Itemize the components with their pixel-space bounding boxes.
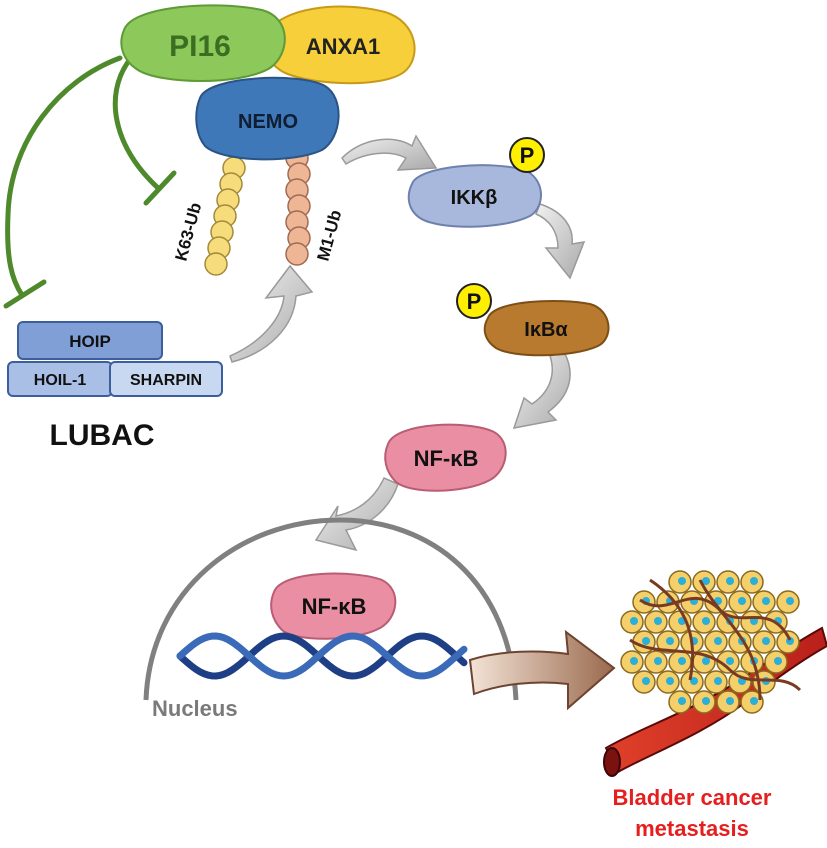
tumor-cell [776, 630, 800, 654]
ikkb-label: IKKβ [451, 187, 498, 209]
tumor-cell [740, 610, 764, 634]
dna-strand [176, 632, 468, 680]
tumor-cell [752, 590, 776, 614]
nfkb-nuc-label: NF-κB [302, 594, 367, 619]
m1-ub-chain [285, 146, 311, 266]
arrow-ikkb-to-ikba [535, 203, 586, 280]
tumor-cell [656, 630, 680, 654]
k63-ub-label: K63-Ub [172, 201, 206, 263]
arrow-lubac-to-m1ub [229, 264, 314, 363]
tumor-cell [668, 650, 692, 674]
anxa1-label: ANXA1 [306, 34, 381, 59]
tumor-cell [668, 570, 692, 594]
tumor-cell [656, 670, 680, 694]
sharpin-label: SHARPIN [130, 372, 202, 389]
nucleus-envelope [143, 517, 519, 701]
nfkb-nuc-protein [270, 572, 397, 640]
ikkb-protein [407, 164, 542, 228]
arrow-nfkb-to-nucleus [314, 477, 399, 552]
tumor-cell [644, 650, 668, 674]
tumor-cell [680, 590, 704, 614]
tumor-cell [716, 690, 740, 714]
tumor-cell [644, 610, 668, 634]
tumor-cell [728, 590, 752, 614]
ikba-label: IκBα [524, 319, 568, 341]
dna-helix [176, 632, 468, 680]
k63-ub-chain [204, 156, 246, 276]
nemo-label: NEMO [238, 111, 298, 133]
k63-ub-bead [204, 252, 228, 276]
pi16-label: PI16 [169, 30, 231, 63]
tumor-cell [620, 650, 644, 674]
arrow-nemo-to-ikkb [341, 134, 438, 171]
m1-ub-bead [285, 242, 309, 266]
hoil1-label: HOIL-1 [34, 372, 87, 389]
outcome-line-2: metastasis [635, 816, 749, 841]
anxa1-protein [264, 5, 416, 85]
tumor-cell [716, 650, 740, 674]
hoip-label: HOIP [69, 332, 111, 351]
tumor-cell [692, 610, 716, 634]
tumor-cell [740, 570, 764, 594]
tumor-cell [704, 630, 728, 654]
nfkb-cyto-label: NF-κB [414, 446, 479, 471]
tumor-cell [704, 670, 728, 694]
hoip-box [17, 321, 163, 360]
tumor-cell [728, 670, 752, 694]
ikba-protein [483, 300, 610, 357]
pi16-protein [120, 4, 286, 82]
tumor-illustration [603, 570, 827, 777]
tumor-cell [620, 610, 644, 634]
ikba-phospho-label: P [467, 289, 482, 314]
nfkb-cyto-protein [384, 423, 507, 492]
nucleus-label: Nucleus [152, 696, 238, 721]
ikkb-phospho-label: P [520, 143, 535, 168]
ikkb-phospho-circle [509, 137, 545, 173]
m1-ub-label: M1-Ub [314, 208, 346, 263]
lubac-title: LUBAC [50, 419, 155, 452]
tumor-cell [668, 690, 692, 714]
tumor-cell [764, 650, 788, 674]
tumor-cell [776, 590, 800, 614]
ikba-phospho-circle [456, 283, 492, 319]
tumor-cell [692, 570, 716, 594]
tumor-cell [692, 690, 716, 714]
tumor-cell [716, 570, 740, 594]
outcome-line-1: Bladder cancer [613, 785, 772, 810]
arrow-ikba-to-nfkb [512, 351, 571, 429]
tumor-cell [752, 630, 776, 654]
arrow-dna-to-metastasis [468, 629, 616, 711]
tumor-cell [740, 690, 764, 714]
inhibition-line-k63-ub [112, 59, 177, 206]
nemo-protein [195, 76, 340, 161]
inhibition-line-lubac [3, 55, 123, 309]
tumor-cell [632, 670, 656, 694]
sharpin-box [109, 361, 223, 397]
dna-strand [176, 632, 468, 680]
